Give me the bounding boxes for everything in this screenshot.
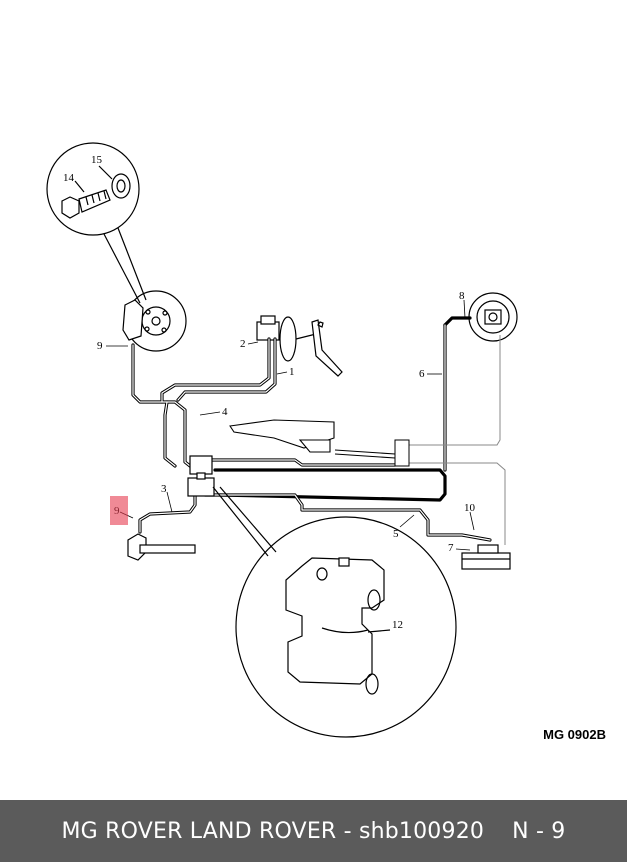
valve-detail-circle [212, 486, 457, 738]
brake-pipes-inner [132, 324, 491, 541]
callout-labels: 15 14 9 2 1 4 8 6 3 9 10 5 7 12 [63, 154, 476, 631]
callout-1: 1 [289, 366, 295, 378]
callout-highlight-box [110, 496, 128, 525]
master-cylinder-servo [256, 315, 343, 377]
footer-brand: MG ROVER LAND ROVER - shb100920 [61, 818, 485, 844]
callout-9-top: 9 [97, 340, 103, 352]
callout-4: 4 [222, 406, 228, 418]
footer-bar: MG ROVER LAND ROVER - shb100920 N - 9 [0, 800, 627, 862]
callout-8: 8 [459, 290, 465, 302]
callout-7: 7 [448, 542, 454, 554]
handbrake-lever [229, 419, 396, 459]
pressure-valve [187, 455, 215, 497]
callout-14: 14 [63, 172, 75, 184]
callout-5: 5 [393, 528, 399, 540]
brake-pipe-diagram: 15 14 9 2 1 4 8 6 3 9 10 5 7 12 [46, 142, 518, 738]
callout-15: 15 [91, 154, 103, 166]
rear-flexible-pipes [394, 335, 506, 545]
figure-code: MG 0902B [543, 727, 606, 742]
callout-6: 6 [419, 368, 425, 380]
front-brake-disc [122, 290, 187, 352]
callout-12: 12 [392, 619, 403, 631]
callout-2: 2 [240, 338, 246, 350]
callout-3: 3 [161, 483, 167, 495]
rear-axle-unit [461, 544, 511, 570]
callout-10: 10 [464, 502, 476, 514]
rear-drum-upper [468, 292, 518, 342]
footer-page-ref: N - 9 [512, 818, 566, 844]
front-left-caliper [127, 533, 196, 561]
bolt-detail-circle [46, 142, 147, 304]
